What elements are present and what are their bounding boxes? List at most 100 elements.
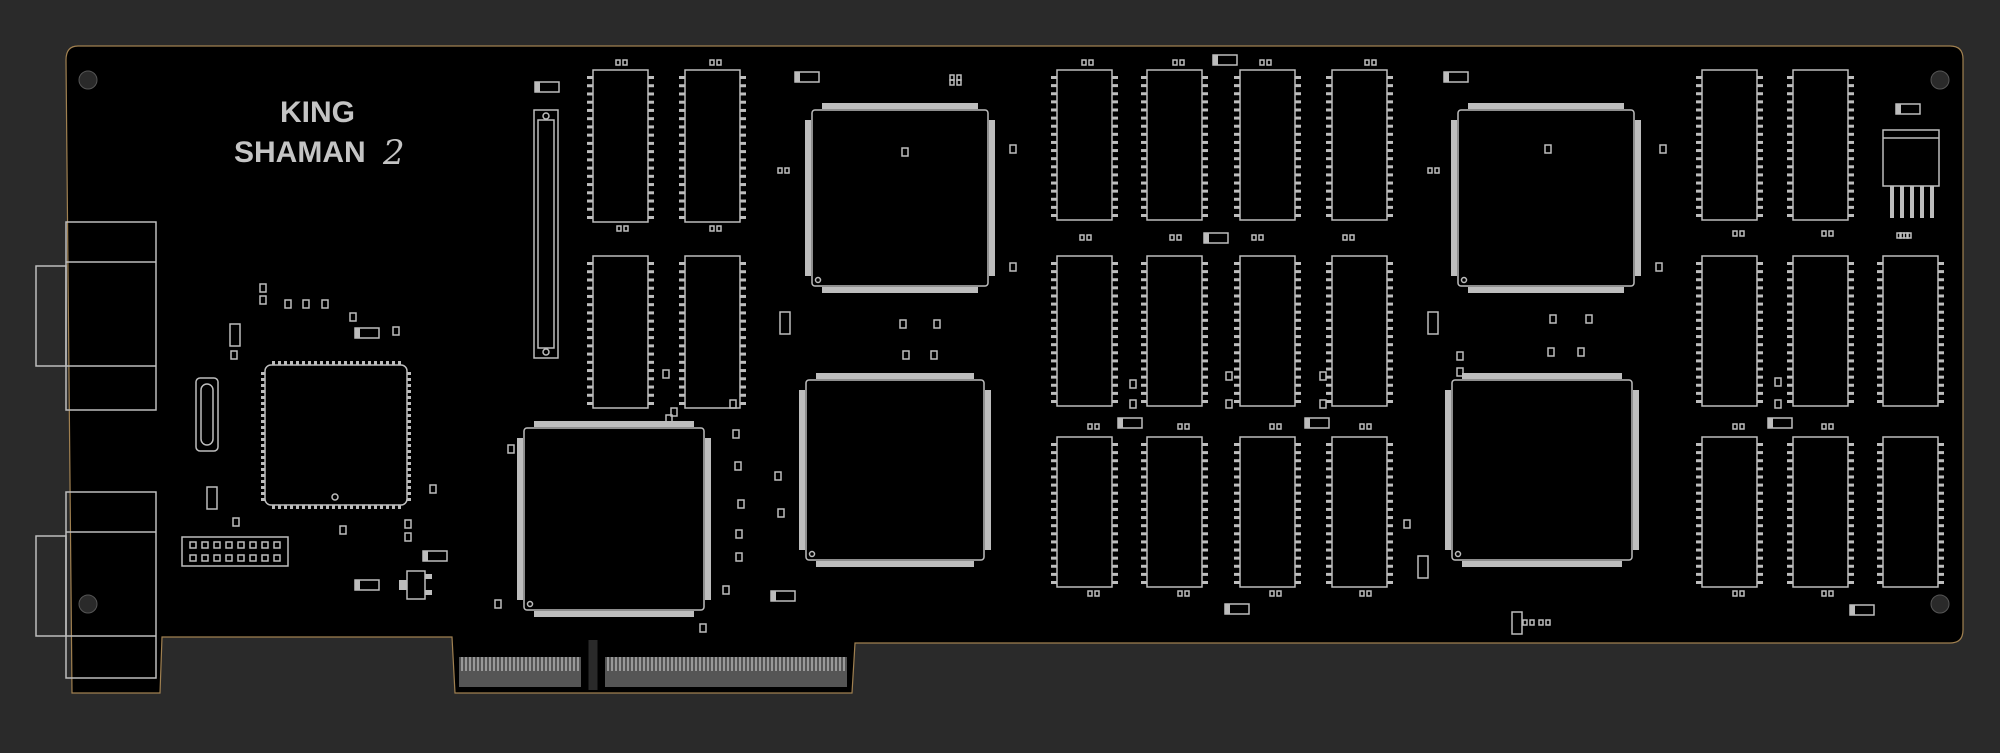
resistor (1177, 423, 1190, 430)
title-line2: SHAMAN (234, 136, 366, 169)
smd-component (735, 529, 743, 539)
resistor (1538, 619, 1551, 626)
to220-regulator (1882, 129, 1940, 218)
capacitor (794, 71, 820, 83)
capacitor (1224, 603, 1250, 615)
resistor (777, 167, 790, 174)
resistor (1079, 234, 1092, 241)
capacitor (1304, 417, 1330, 429)
smd-component (404, 519, 412, 529)
smd-component (1319, 371, 1327, 381)
smd-component (729, 399, 737, 409)
smd-component (1585, 314, 1593, 324)
ribbon-header (533, 109, 559, 359)
tsop-memory-chip (1696, 436, 1763, 588)
tsop-memory-chip (1696, 255, 1763, 407)
resistor (709, 59, 722, 66)
tsop-memory-chip (587, 255, 654, 409)
smd-component (1577, 347, 1585, 357)
capacitor (1849, 604, 1875, 616)
smd-component (732, 429, 740, 439)
resistor (1259, 59, 1272, 66)
tsop-memory-chip (1051, 255, 1118, 407)
resistor (1896, 232, 1909, 239)
smd-component (1129, 399, 1137, 409)
tsop-memory-chip (587, 69, 654, 223)
smd-component (1319, 399, 1327, 409)
smd-component (1544, 144, 1552, 154)
capacitor (1203, 232, 1229, 244)
capacitor (206, 486, 218, 510)
capacitor (1443, 71, 1469, 83)
resistor (615, 59, 628, 66)
tsop-memory-chip (1326, 436, 1393, 588)
capacitor (229, 323, 241, 347)
capacitor (534, 81, 560, 93)
resistor (1821, 423, 1834, 430)
tsop-memory-chip (1877, 436, 1944, 588)
resistor (1087, 423, 1100, 430)
tsop-memory-chip (1696, 69, 1763, 221)
tsop-memory-chip (1141, 69, 1208, 221)
tsop-memory-chip (1326, 255, 1393, 407)
tsop-memory-chip (1234, 255, 1301, 407)
smd-component (339, 525, 347, 535)
capacitor (1117, 417, 1143, 429)
smd-component (722, 585, 730, 595)
smd-component (230, 350, 238, 360)
smd-component (1774, 399, 1782, 409)
resistor (1522, 619, 1535, 626)
pin-header (181, 536, 289, 567)
capacitor (422, 550, 448, 562)
smd-component (670, 407, 678, 417)
resistor (1172, 59, 1185, 66)
board-title: KING SHAMAN 2 (234, 96, 405, 173)
tsop-memory-chip (1141, 436, 1208, 588)
smd-component (699, 623, 707, 633)
cpu-qfp-center-top (805, 103, 995, 293)
resistor (1177, 590, 1190, 597)
capacitor (354, 327, 380, 339)
regulator (399, 570, 432, 600)
capacitor (1767, 417, 1793, 429)
qfp-left (517, 421, 711, 617)
smd-component (774, 471, 782, 481)
tsop-memory-chip (1326, 69, 1393, 221)
tsop-memory-chip (1787, 69, 1854, 221)
smd-component (284, 299, 292, 309)
smd-component (392, 326, 400, 336)
smd-component (933, 319, 941, 329)
smd-component (404, 532, 412, 542)
resistor (1269, 423, 1282, 430)
crystal (195, 377, 219, 452)
smd-component (735, 552, 743, 562)
pcb-board (65, 45, 1964, 694)
resistor (709, 225, 722, 232)
resistor (1732, 590, 1745, 597)
resistor (1087, 590, 1100, 597)
smd-component (737, 499, 745, 509)
smd-component (1547, 347, 1555, 357)
smd-component (901, 147, 909, 157)
tsop-memory-chip (679, 69, 746, 223)
smd-component (349, 312, 357, 322)
resistor (1342, 234, 1355, 241)
smd-component (1009, 262, 1017, 272)
resistor (1359, 423, 1372, 430)
capacitor (354, 579, 380, 591)
plcc-chip (261, 361, 411, 509)
title-line1: KING (280, 96, 355, 129)
capacitor (1417, 555, 1429, 579)
smd-component (232, 517, 240, 527)
smd-component (1129, 379, 1137, 389)
smd-component (930, 350, 938, 360)
tsop-memory-chip (1234, 69, 1301, 221)
mounting-holes (78, 70, 1950, 614)
resistor (1821, 590, 1834, 597)
tsop-memory-chip (1234, 436, 1301, 588)
qfp-center-bottom (799, 373, 991, 567)
smd-component (1774, 377, 1782, 387)
qfp-right-top (1451, 103, 1641, 293)
tsop-memory-chip (1051, 69, 1118, 221)
resistor (1251, 234, 1264, 241)
